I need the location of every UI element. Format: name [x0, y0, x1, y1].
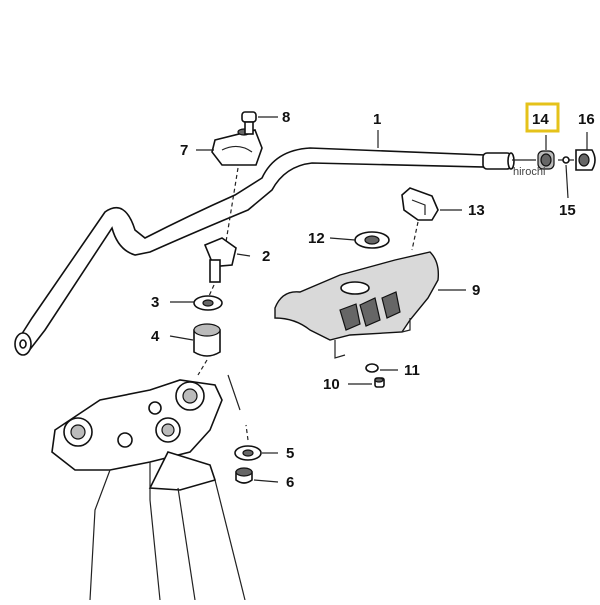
bar-end-screw-part: [558, 156, 574, 164]
callout-5: 5: [286, 445, 294, 462]
nut-part: [234, 424, 262, 461]
rubber-bush-part: [193, 323, 221, 376]
callout-10: 10: [323, 376, 340, 393]
bar-end-weight-part: [537, 150, 555, 170]
small-washer-part: [365, 363, 379, 373]
cover-part: [274, 251, 440, 359]
callout-16: 16: [578, 111, 595, 128]
handlebar-clamp-part: [211, 128, 263, 249]
callout-4: 4: [151, 328, 160, 345]
handlebar-part: [14, 147, 515, 356]
callout-6: 6: [286, 474, 294, 491]
screw-part: [374, 377, 385, 388]
bolt-part: [241, 111, 257, 135]
callout-3: 3: [151, 294, 159, 311]
watermark-text: hirochi: [513, 166, 545, 178]
callout-13: 13: [468, 202, 485, 219]
grommet-part: [354, 231, 390, 249]
callout-14: 14: [532, 111, 549, 128]
holder-part: [401, 187, 439, 251]
leader-lines: [169, 116, 588, 483]
callout-7: 7: [180, 142, 188, 159]
bar-end-cap-part: [575, 149, 596, 171]
callout-9: 9: [472, 282, 480, 299]
fork-bridge-part: [51, 374, 246, 601]
callout-8: 8: [282, 109, 290, 126]
cap-nut-part: [235, 467, 253, 484]
callout-12: 12: [308, 230, 325, 247]
washer-part: [193, 295, 223, 311]
clamp-riser-part: [203, 237, 237, 297]
highlight-box: [525, 102, 560, 133]
callout-11: 11: [404, 362, 420, 379]
callout-15: 15: [559, 202, 576, 219]
callout-2: 2: [262, 248, 270, 265]
callout-1: 1: [373, 111, 381, 128]
